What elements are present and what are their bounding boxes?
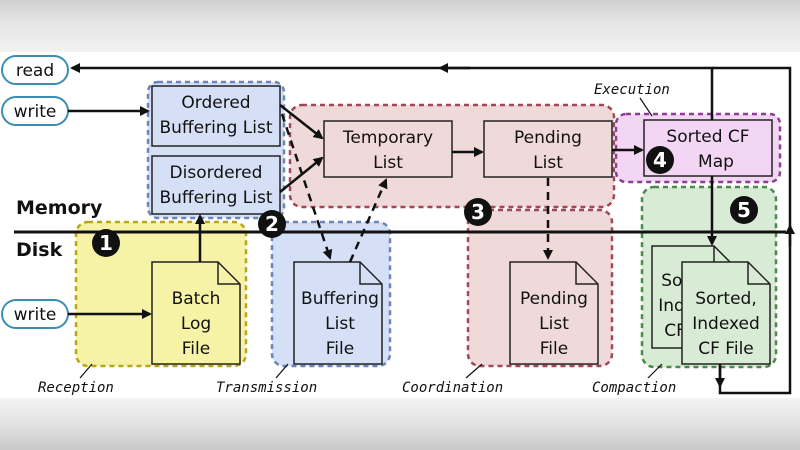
svg-text:Log: Log [181,314,211,334]
execution-pointer [639,97,653,117]
transmission-label: Transmission [216,380,317,396]
marker-3: 3 [464,198,492,226]
disordered-buffering-list-box: Disordered Buffering List [151,155,281,215]
write-input-bottom[interactable]: write [1,299,69,329]
svg-text:CF File: CF File [698,339,754,359]
ordered-to-buffering-file-arrow [280,113,333,260]
svg-text:2: 2 [265,212,279,236]
marker-4: 4 [646,146,674,174]
top-blur-band [0,0,800,52]
write-input-top[interactable]: write [1,96,69,126]
svg-text:Buffering List: Buffering List [159,188,272,208]
svg-text:File: File [182,339,210,359]
coordination-label: Coordination [402,380,503,396]
reception-pointer [79,363,93,379]
svg-text:Pending: Pending [520,289,588,309]
svg-text:File: File [326,339,354,359]
buffering-list-file: Buffering List File [293,261,383,365]
svg-text:read: read [16,61,54,81]
bottom-blur-band [0,398,800,450]
svg-text:Buffering: Buffering [301,289,379,309]
svg-text:Disordered: Disordered [170,163,263,183]
compaction-label: Compaction [592,380,676,396]
ordered-to-temporary-arrow [279,104,324,140]
sorted-indexed-cf-file-front: Sorted, Indexed CF File [681,261,771,365]
svg-text:Indexed: Indexed [692,314,760,334]
batch-log-file: Batch Log File [151,261,241,365]
svg-text:Pending: Pending [514,128,582,148]
svg-text:Buffering List: Buffering List [159,118,272,138]
execution-label: Execution [594,82,670,98]
compaction-pointer [647,363,663,379]
marker-5: 5 [730,196,758,224]
disordered-to-temporary-arrow [279,156,324,193]
svg-text:Map: Map [698,152,734,172]
svg-text:3: 3 [471,200,485,224]
marker-1: 1 [92,229,120,257]
temporary-list-box: Temporary List [323,120,453,178]
ordered-buffering-list-box: Ordered Buffering List [151,85,281,147]
svg-text:List: List [539,314,569,334]
memory-label: Memory [16,197,103,219]
svg-text:5: 5 [737,198,751,222]
svg-text:Batch: Batch [172,289,221,309]
disk-label: Disk [16,239,63,261]
svg-text:Sorted,: Sorted, [695,289,757,309]
svg-text:List: List [533,153,563,173]
transmission-pointer [275,363,289,379]
svg-text:write: write [14,305,57,325]
svg-text:Sorted CF: Sorted CF [666,127,749,147]
svg-text:List: List [325,314,355,334]
svg-text:List: List [373,153,403,173]
pending-list-box: Pending List [483,120,613,178]
buffering-file-to-temporary-arrow [348,178,388,263]
svg-text:1: 1 [99,231,113,255]
marker-2: 2 [258,210,286,238]
svg-text:File: File [540,339,568,359]
svg-text:write: write [14,102,57,122]
svg-text:Temporary: Temporary [342,128,433,148]
pending-list-file: Pending List File [509,261,599,365]
svg-text:Ordered: Ordered [181,93,250,113]
svg-text:4: 4 [653,148,667,172]
reception-label: Reception [38,380,114,396]
read-input[interactable]: read [1,55,69,85]
coordination-pointer [465,363,483,379]
